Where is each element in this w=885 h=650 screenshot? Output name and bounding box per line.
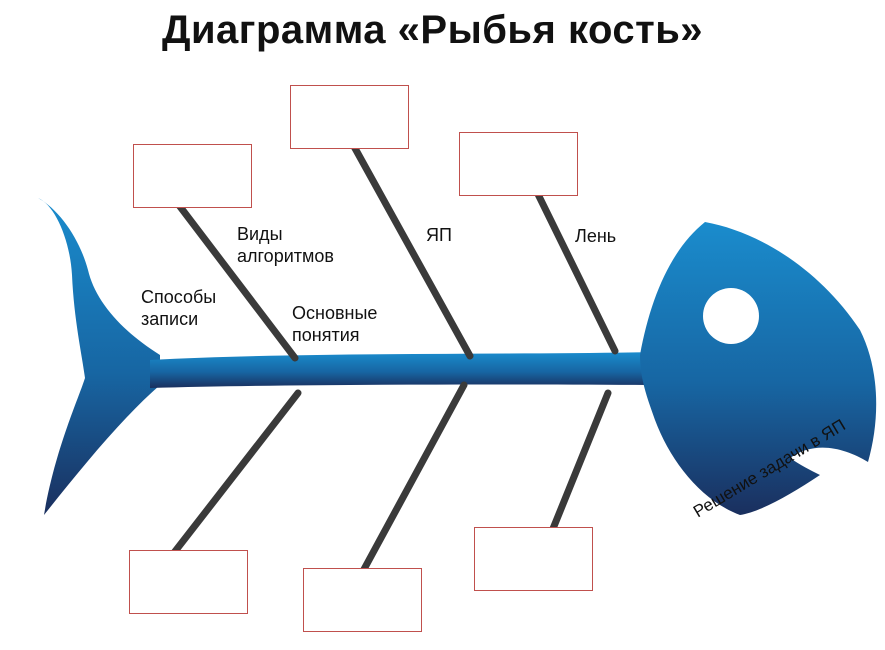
fish-eye [703, 288, 759, 344]
page-title: Диаграмма «Рыбья кость» [161, 8, 704, 52]
bone-lower-3 [544, 389, 612, 545]
cause-box-upper-1 [133, 144, 252, 208]
fish-tail [38, 198, 160, 515]
bone-upper-1 [168, 192, 299, 362]
bone-upper-3 [529, 180, 619, 355]
cause-box-lower-1 [129, 550, 248, 614]
cause-box-lower-2 [303, 568, 422, 632]
bone-lower-2 [352, 381, 468, 588]
cause-box-lower-3 [474, 527, 593, 591]
cause-label-yap: ЯП [426, 225, 452, 245]
cause-label-methods: Способы записи [141, 287, 217, 329]
bone-lower-1 [162, 389, 302, 567]
cause-label-laziness: Лень [575, 226, 617, 246]
fish-spine [150, 352, 660, 388]
cause-box-upper-3 [459, 132, 578, 196]
cause-label-basic-concepts: Основные понятия [292, 303, 378, 345]
cause-box-upper-2 [290, 85, 409, 149]
bone-upper-2 [342, 128, 474, 360]
cause-label-algorithm-types: Виды алгоритмов [237, 224, 334, 266]
fish-head [640, 222, 877, 515]
